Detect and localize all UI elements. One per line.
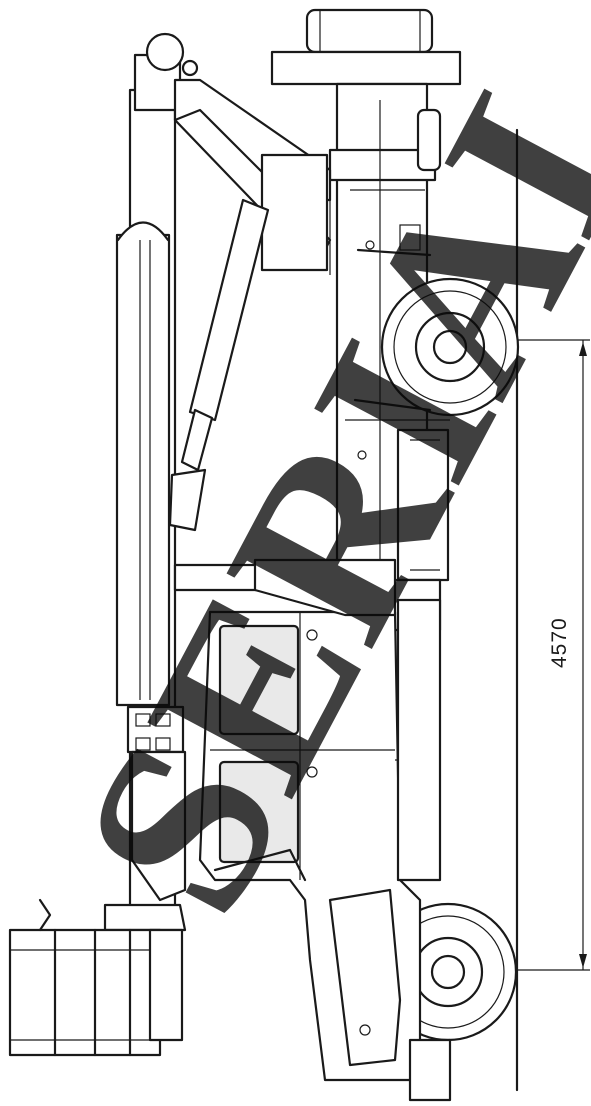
- hydraulic-cylinder: [168, 198, 270, 532]
- spare-tire: [270, 8, 462, 86]
- dimension-arrow-top: [579, 342, 587, 356]
- boom-arm: [173, 59, 332, 275]
- rear-wheel: [380, 277, 520, 417]
- wheelbase-dimension-label: 4570: [548, 617, 571, 668]
- cab-body: [198, 598, 452, 1102]
- work-platform-basket: [8, 898, 184, 1057]
- turret-base: [173, 248, 432, 617]
- telescopic-boom: [103, 32, 187, 932]
- dimension-arrow-bottom: [579, 954, 587, 968]
